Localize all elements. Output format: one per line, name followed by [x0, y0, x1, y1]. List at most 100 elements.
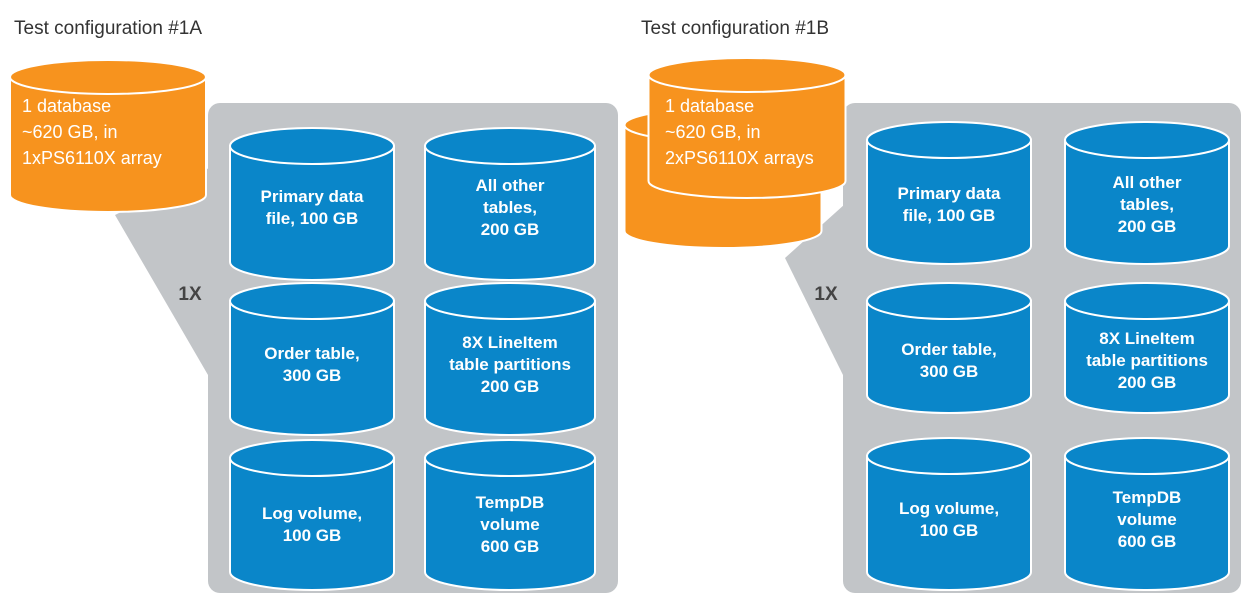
config-b-tempdb-volume-label-line: volume — [1117, 510, 1177, 529]
config-a-database-label: 1 database ~620 GB, in 1xPS6110X array — [22, 96, 162, 168]
config-a-tempdb-volume-label: TempDB volume 600 GB — [476, 493, 545, 556]
config-b-title: Test configuration #1B — [641, 18, 830, 39]
config-b-order-table-cylinder-body — [866, 300, 1032, 414]
config-a-lineitem-partitions-cylinder — [424, 282, 596, 436]
config-a-primary-data-file-label-line: file, 100 GB — [266, 209, 359, 228]
config-a-order-table-label-line: Order table, — [264, 344, 359, 363]
config-b-primary-data-file-label-line: Primary data — [898, 184, 1002, 203]
config-b-lineitem-partitions-label-line: 200 GB — [1118, 373, 1177, 392]
config-a-all-other-tables-cylinder — [424, 127, 596, 281]
config-a-lineitem-partitions-label-line: table partitions — [449, 355, 571, 374]
config-b-all-other-tables-label-line: tables, — [1120, 195, 1174, 214]
config-a-all-other-tables-label: All other tables, 200 GB — [476, 176, 545, 239]
config-a-all-other-tables-cylinder-body — [424, 145, 596, 281]
config-a-log-volume-cylinder-body — [229, 457, 395, 591]
config-a-lineitem-partitions-label-line: 200 GB — [481, 377, 540, 396]
config-b-log-volume-cylinder-top — [866, 437, 1032, 475]
config-b-database-label: 1 database ~620 GB, in 2xPS6110X arrays — [665, 96, 814, 168]
config-b-log-volume-label: Log volume, 100 GB — [899, 499, 999, 540]
config-b-order-table-cylinder-top — [866, 282, 1032, 320]
config-a-tempdb-volume-cylinder-body — [424, 457, 596, 591]
config-b-lineitem-partitions-cylinder — [1064, 282, 1230, 414]
config-b-order-table-label-line: Order table, — [901, 340, 996, 359]
config-a-lineitem-partitions-label: 8X LineItem table partitions 200 GB — [449, 333, 571, 396]
config-b-log-volume-label-line: Log volume, — [899, 499, 999, 518]
config-b-all-other-tables-label-line: All other — [1113, 173, 1182, 192]
config-a-tempdb-volume-label-line: TempDB — [476, 493, 545, 512]
config-b-tempdb-volume-cylinder-body — [1064, 455, 1230, 591]
config-b-database-cylinder — [647, 57, 847, 199]
config-b-all-other-tables-cylinder-top — [1064, 121, 1230, 159]
config-a-order-table-label: Order table, 300 GB — [264, 344, 359, 385]
config-a-primary-data-file-label-line: Primary data — [261, 187, 365, 206]
config-a-tempdb-volume-label-line: volume — [480, 515, 540, 534]
config-b-lineitem-partitions-label-line: 8X LineItem — [1099, 329, 1194, 348]
config-b-all-other-tables-label-line: 200 GB — [1118, 217, 1177, 236]
config-b-tempdb-volume-label: TempDB volume 600 GB — [1113, 488, 1182, 551]
config-b-lineitem-partitions-label: 8X LineItem table partitions 200 GB — [1086, 329, 1208, 392]
config-b-primary-data-file-cylinder-top — [866, 121, 1032, 159]
config-b-primary-data-file-label-line: file, 100 GB — [903, 206, 996, 225]
config-a-primary-data-file-label: Primary data file, 100 GB — [261, 187, 365, 228]
config-b-tempdb-volume-label-line: 600 GB — [1118, 532, 1177, 551]
config-b-all-other-tables-cylinder-body — [1064, 139, 1230, 265]
config-a-database-label-line: 1 database — [22, 96, 111, 116]
config-a-all-other-tables-cylinder-top — [424, 127, 596, 165]
config-b-order-table-label-line: 300 GB — [920, 362, 979, 381]
config-b-tempdb-volume-label-line: TempDB — [1113, 488, 1182, 507]
config-a-tempdb-volume-cylinder — [424, 439, 596, 591]
config-a-log-volume-cylinder — [229, 439, 395, 591]
config-a-lineitem-partitions-cylinder-top — [424, 282, 596, 320]
config-b-order-table-cylinder — [866, 282, 1032, 414]
config-b-log-volume-label-line: 100 GB — [920, 521, 979, 540]
config-a-log-volume-cylinder-top — [229, 439, 395, 477]
config-b-database-label-line: ~620 GB, in — [665, 122, 761, 142]
config-b-database-label-line: 1 database — [665, 96, 754, 116]
config-b-group: 1X 1 database ~620 GB, in 2xPS6110X arraysP… — [623, 57, 1241, 593]
config-a-lineitem-partitions-label-line: 8X LineItem — [462, 333, 557, 352]
config-b-primary-data-file-cylinder-body — [866, 139, 1032, 265]
config-b-all-other-tables-cylinder — [1064, 121, 1230, 265]
config-a-database-label-line: ~620 GB, in — [22, 122, 118, 142]
config-a-all-other-tables-label-line: All other — [476, 176, 545, 195]
config-b-database-cylinder-top — [647, 57, 847, 93]
config-a-primary-data-file-cylinder — [229, 127, 395, 281]
config-a-log-volume-label-line: 100 GB — [283, 526, 342, 545]
config-a-tempdb-volume-cylinder-top — [424, 439, 596, 477]
config-b-lineitem-partitions-label-line: table partitions — [1086, 351, 1208, 370]
config-a-log-volume-label-line: Log volume, — [262, 504, 362, 523]
config-a-order-table-label-line: 300 GB — [283, 366, 342, 385]
config-a-all-other-tables-label-line: tables, — [483, 198, 537, 217]
config-b-order-table-label: Order table, 300 GB — [901, 340, 996, 381]
config-b-tempdb-volume-cylinder-top — [1064, 437, 1230, 475]
config-b-database-label-line: 2xPS6110X arrays — [665, 148, 814, 168]
config-a-database-label-line: 1xPS6110X array — [22, 148, 162, 168]
config-b-lineitem-partitions-cylinder-top — [1064, 282, 1230, 320]
config-b-log-volume-cylinder-body — [866, 455, 1032, 591]
config-b-all-other-tables-label: All other tables, 200 GB — [1113, 173, 1182, 236]
config-a-primary-data-file-cylinder-top — [229, 127, 395, 165]
config-b-lineitem-partitions-cylinder-body — [1064, 300, 1230, 414]
config-a-log-volume-label: Log volume, 100 GB — [262, 504, 362, 545]
config-a-order-table-cylinder-body — [229, 300, 395, 436]
config-b-log-volume-cylinder — [866, 437, 1032, 591]
config-b-primary-data-file-cylinder — [866, 121, 1032, 265]
config-a-lineitem-partitions-cylinder-body — [424, 300, 596, 436]
config-a-database-cylinder-top — [9, 59, 207, 95]
config-a-order-table-cylinder — [229, 282, 395, 436]
config-b-tempdb-volume-cylinder — [1064, 437, 1230, 591]
config-a-database-cylinder-body — [9, 76, 207, 213]
config-a-tempdb-volume-label-line: 600 GB — [481, 537, 540, 556]
config-b-database-cylinder-body — [647, 74, 847, 199]
config-b-primary-data-file-label: Primary data file, 100 GB — [898, 184, 1002, 225]
config-a-primary-data-file-cylinder-body — [229, 145, 395, 281]
config-a-multiplier-label: 1X — [178, 284, 202, 305]
config-a-all-other-tables-label-line: 200 GB — [481, 220, 540, 239]
config-a-title: Test configuration #1A — [14, 18, 203, 39]
config-a-database-cylinder — [9, 59, 207, 213]
config-b-multiplier-label: 1X — [814, 284, 838, 305]
config-a-order-table-cylinder-top — [229, 282, 395, 320]
config-a-group: 1X 1 database ~620 GB, in 1xPS6110X arrayPr… — [9, 59, 618, 593]
